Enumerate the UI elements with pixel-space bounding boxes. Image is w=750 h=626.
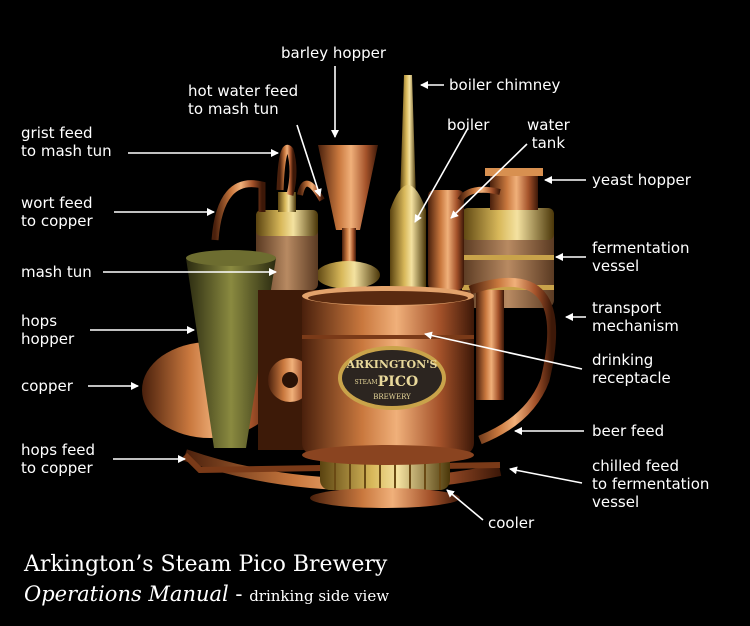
arrow-cooler xyxy=(446,489,484,521)
caption-subtitle: Operations Manual - drinking side view xyxy=(24,582,389,606)
grist-feed-pipe xyxy=(276,144,297,196)
wort-feed-pipe xyxy=(211,180,266,241)
drinking-mug: ARKINGTON'S STEAM PICO BREWERY xyxy=(302,277,557,465)
leader-arrows xyxy=(88,66,586,521)
label-water-tank: water tank xyxy=(527,116,570,152)
hops-hopper-shape xyxy=(186,258,276,448)
label-transport-mechanism: transport mechanism xyxy=(592,299,679,335)
label-yeast-hopper: yeast hopper xyxy=(592,171,691,189)
plaque-line1: ARKINGTON'S xyxy=(346,358,438,371)
caption-title: Arkington’s Steam Pico Brewery xyxy=(24,552,388,577)
arrow-boiler xyxy=(414,127,469,223)
plaque-line2-big: PICO xyxy=(378,374,418,390)
caption-subtitle-italic: Operations Manual xyxy=(24,582,229,606)
label-hops-hopper: hops hopper xyxy=(21,312,75,348)
caption-subtitle-small: drinking side view xyxy=(249,587,390,605)
label-hops-feed: hops feed to copper xyxy=(21,441,96,477)
barley-hopper-shape xyxy=(316,145,380,289)
label-barley-hopper: barley hopper xyxy=(281,44,387,62)
label-cooler: cooler xyxy=(488,514,535,532)
label-boiler-chimney: boiler chimney xyxy=(449,76,561,94)
label-drinking-receptacle: drinking receptacle xyxy=(592,351,671,387)
label-chilled-feed: chilled feed to fermentation vessel xyxy=(592,457,710,511)
label-boiler: boiler xyxy=(447,116,490,134)
brewery-plaque xyxy=(338,346,446,410)
label-fermentation-vessel: fermentation vessel xyxy=(592,239,690,275)
plaque-line3: BREWERY xyxy=(373,393,411,401)
label-mash-tun: mash tun xyxy=(21,263,92,281)
plaque-line2-small: STEAM xyxy=(355,379,378,386)
water-tank-shape xyxy=(428,190,464,290)
label-hot-water-feed: hot water feed to mash tun xyxy=(188,82,299,118)
arrow-hot-water-feed xyxy=(296,124,322,197)
label-wort-feed: wort feed to copper xyxy=(21,194,93,230)
arrow-drinking-receptacle xyxy=(424,331,583,370)
label-beer-feed: beer feed xyxy=(592,422,665,440)
boiler-shape xyxy=(390,185,426,290)
label-copper: copper xyxy=(21,377,73,395)
boiler-chimney-shape xyxy=(400,75,416,200)
label-grist-feed: grist feed to mash tun xyxy=(21,124,112,160)
arrow-water-tank xyxy=(450,143,528,219)
water-feed-pipe xyxy=(457,186,501,202)
brewery-apparatus: ARKINGTON'S STEAM PICO BREWERY xyxy=(142,75,557,508)
caption-subtitle-sep: - xyxy=(228,582,250,606)
arrow-chilled-feed xyxy=(509,466,583,484)
